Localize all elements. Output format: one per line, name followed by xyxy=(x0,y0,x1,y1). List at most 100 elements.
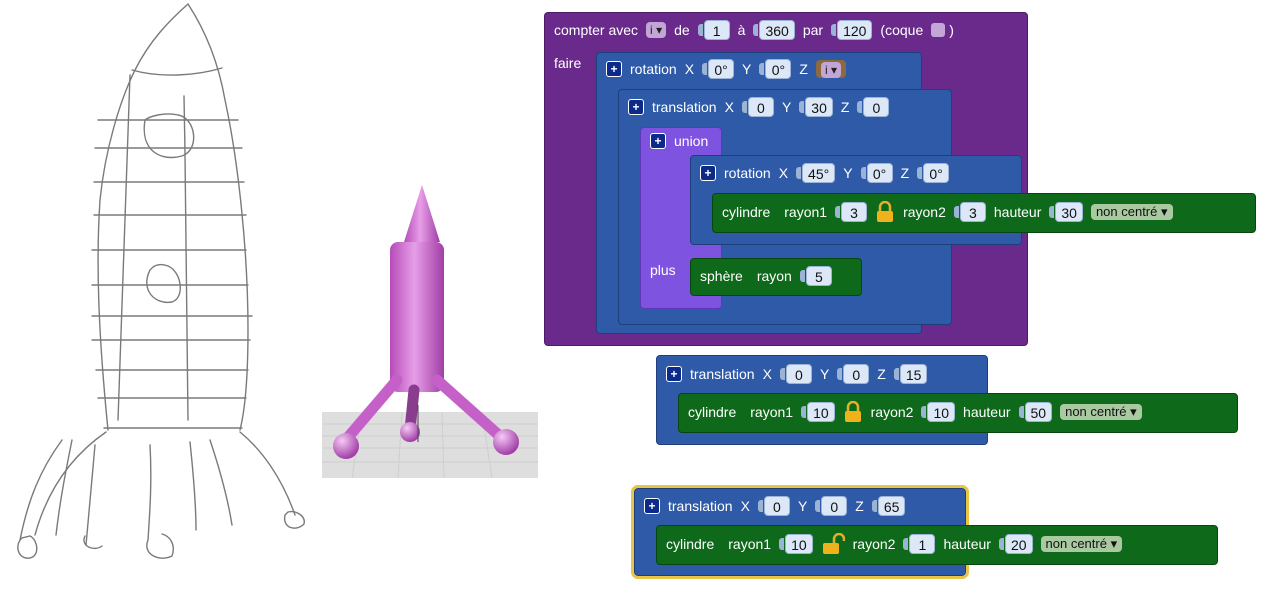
translation-y-field[interactable]: 0 xyxy=(815,496,848,516)
rotation-label: rotation xyxy=(724,165,771,181)
radius1-field[interactable]: 10 xyxy=(779,534,813,554)
chevron-down-icon: ▾ xyxy=(1161,204,1168,219)
translation-z-label: Z xyxy=(855,498,864,514)
centering-dropdown[interactable]: non centré ▾ xyxy=(1060,404,1142,420)
translation-x-label: X xyxy=(762,366,772,382)
rotation-y-label: Y xyxy=(843,165,853,181)
height-field[interactable]: 50 xyxy=(1018,402,1053,422)
radius1-label: rayon1 xyxy=(750,404,794,420)
loop-to-label: à xyxy=(737,22,746,38)
sphere-label: sphère xyxy=(700,268,743,284)
loop-to-field[interactable]: 360 xyxy=(753,20,795,40)
rocket-3d-preview xyxy=(322,185,538,479)
translation-label: translation xyxy=(690,366,755,382)
translation-x-field[interactable]: 0 xyxy=(741,97,774,117)
radius2-field[interactable]: 3 xyxy=(953,202,986,222)
sphere-block[interactable] xyxy=(690,258,862,296)
union-plus-label: plus xyxy=(650,262,676,278)
translation-x-label: X xyxy=(724,99,734,115)
hull-close-label: ) xyxy=(949,22,954,38)
height-label: hauteur xyxy=(963,404,1011,420)
radius2-label: rayon2 xyxy=(870,404,914,420)
rotation-x-field[interactable]: 0° xyxy=(702,59,735,79)
plus-icon[interactable]: + xyxy=(606,61,622,77)
radius1-label: rayon1 xyxy=(784,204,828,220)
translation-x-field[interactable]: 0 xyxy=(757,496,790,516)
translation-x-label: X xyxy=(740,498,750,514)
centering-value: non centré xyxy=(1095,204,1158,219)
radius1-label: rayon1 xyxy=(728,536,772,552)
rotation-y-field[interactable]: 0° xyxy=(759,59,792,79)
loop-from-field[interactable]: 1 xyxy=(697,20,730,40)
chevron-down-icon: ▾ xyxy=(1110,536,1118,551)
lock-open-icon[interactable] xyxy=(821,533,845,555)
plus-icon[interactable]: + xyxy=(700,165,716,181)
rotation-x-label: X xyxy=(684,61,695,77)
height-field[interactable]: 30 xyxy=(1049,202,1083,222)
loop-by-field[interactable]: 120 xyxy=(831,20,873,40)
loop-do-label: faire xyxy=(554,55,582,71)
translation-z-label: Z xyxy=(877,366,886,382)
rotation-label: rotation xyxy=(630,61,677,77)
radius1-field[interactable]: 10 xyxy=(801,402,835,422)
translation-y-label: Y xyxy=(819,366,830,382)
loop-variable-name: i xyxy=(650,23,653,37)
translation-z-field[interactable]: 65 xyxy=(871,496,906,516)
cylinder-block-2[interactable] xyxy=(678,393,1238,433)
radius2-label: rayon2 xyxy=(903,204,946,220)
plus-icon[interactable]: + xyxy=(666,366,682,382)
sphere-radius-field[interactable]: 5 xyxy=(799,266,832,286)
chevron-down-icon: ▾ xyxy=(830,63,837,77)
translation-y-field[interactable]: 30 xyxy=(799,97,833,117)
translation-label: translation xyxy=(652,99,717,115)
translation-label: translation xyxy=(668,498,733,514)
rotation-x-field[interactable]: 45° xyxy=(796,163,836,183)
plus-icon[interactable]: + xyxy=(644,498,660,514)
plus-icon[interactable]: + xyxy=(628,99,644,115)
rotation-y-label: Y xyxy=(742,61,752,77)
radius1-field[interactable]: 3 xyxy=(835,202,868,222)
loop-count-label: compter avec xyxy=(554,22,639,38)
loop-variable-dropdown[interactable]: i ▾ xyxy=(646,22,667,38)
height-label: hauteur xyxy=(943,536,991,552)
block-workspace[interactable]: compter avec i ▾ de 1 à 360 par 120 (coq… xyxy=(540,0,1262,594)
union-label: union xyxy=(674,133,709,149)
rotation-z-label: Z xyxy=(900,165,910,181)
loop-from-label: de xyxy=(674,22,690,38)
centering-value: non centré xyxy=(1065,404,1127,419)
radius2-field[interactable]: 1 xyxy=(903,534,936,554)
centering-dropdown[interactable]: non centré ▾ xyxy=(1040,536,1123,552)
loop-by-label: par xyxy=(802,22,824,38)
radius2-label: rayon2 xyxy=(852,536,896,552)
height-field[interactable]: 20 xyxy=(999,534,1033,554)
rotation-x-label: X xyxy=(778,165,789,181)
plus-icon[interactable]: + xyxy=(650,133,666,149)
height-label: hauteur xyxy=(993,204,1042,220)
sphere-radius-label: rayon xyxy=(756,268,792,284)
translation-y-label: Y xyxy=(797,498,808,514)
cylinder-label: cylindre xyxy=(722,204,771,220)
centering-value: non centré xyxy=(1045,536,1107,551)
hull-label: (coque xyxy=(880,22,924,38)
cylinder-label: cylindre xyxy=(688,404,737,420)
cylinder-label: cylindre xyxy=(666,536,715,552)
lock-closed-icon[interactable] xyxy=(875,201,895,223)
rotation-y-field[interactable]: 0° xyxy=(860,163,893,183)
translation-x-field[interactable]: 0 xyxy=(779,364,812,384)
radius2-field[interactable]: 10 xyxy=(921,402,956,422)
chevron-down-icon: ▾ xyxy=(1130,404,1137,419)
lock-closed-icon[interactable] xyxy=(843,401,863,423)
rotation-z-variable[interactable]: i ▾ xyxy=(815,60,846,78)
translation-z-field[interactable]: 0 xyxy=(857,97,890,117)
rocket-sketch xyxy=(17,3,305,559)
rotation-z-variable-name: i xyxy=(824,63,828,77)
translation-y-field[interactable]: 0 xyxy=(837,364,870,384)
rotation-z-field[interactable]: 0° xyxy=(917,163,950,183)
centering-dropdown[interactable]: non centré ▾ xyxy=(1090,204,1173,220)
chevron-down-icon: ▾ xyxy=(656,23,663,37)
hull-checkbox[interactable] xyxy=(931,23,946,37)
translation-z-field[interactable]: 15 xyxy=(893,364,928,384)
translation-y-label: Y xyxy=(781,99,792,115)
rotation-z-label: Z xyxy=(799,61,808,77)
cylinder-block-3[interactable] xyxy=(656,525,1218,565)
